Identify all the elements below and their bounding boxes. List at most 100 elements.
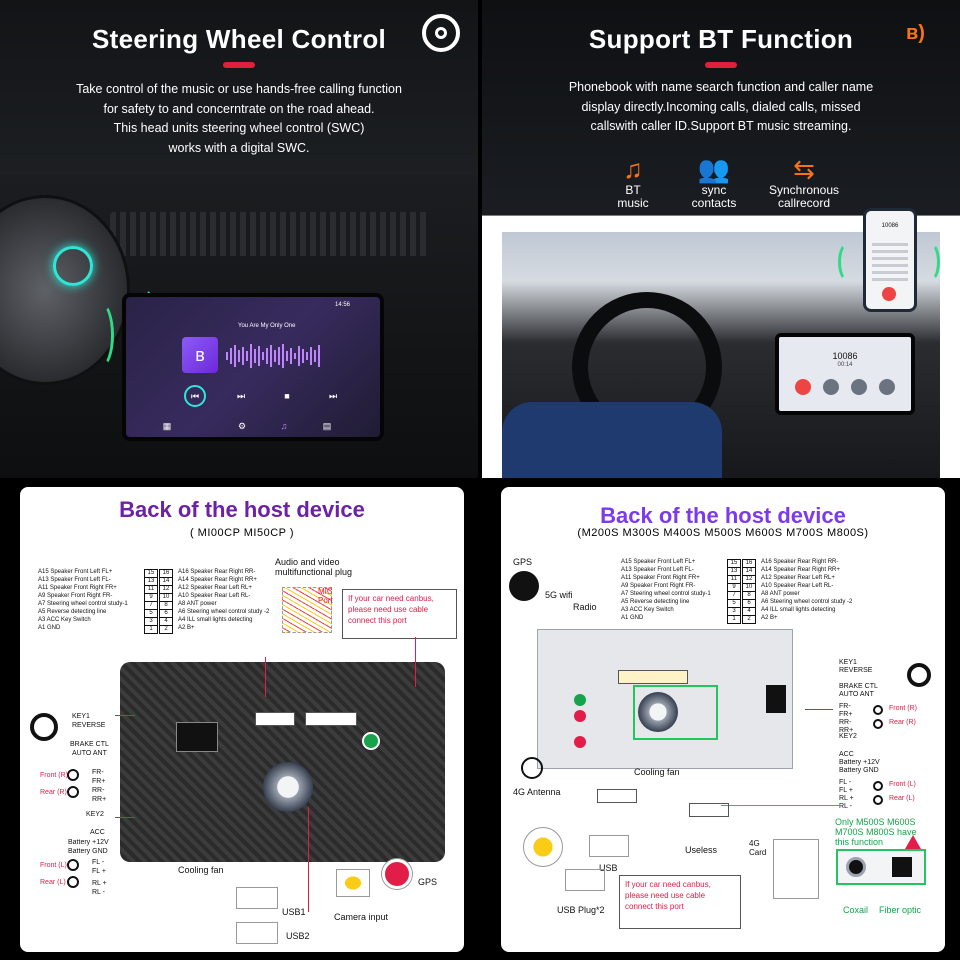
- feature-label: sync: [701, 183, 727, 197]
- gps-label: GPS: [418, 877, 438, 887]
- desc-line: for safety to and concerntrate on the ro…: [103, 101, 375, 116]
- pin-number: 2: [159, 625, 173, 634]
- steering-wheel-icon: [422, 14, 460, 52]
- speaker-icon: [67, 786, 79, 798]
- screen-status-time: 14:56: [334, 302, 350, 308]
- stop-icon[interactable]: ■: [284, 391, 290, 401]
- note-line: this function: [835, 837, 884, 847]
- grid-menu-icon[interactable]: ▦: [162, 420, 172, 431]
- desc-line: callswith caller ID.Support BT music str…: [590, 119, 852, 133]
- usb1-label: USB1: [282, 907, 306, 917]
- sync-icon: ⇆: [793, 154, 815, 184]
- wire-label: FL -: [839, 779, 852, 786]
- settings-icon[interactable]: ⚙: [237, 420, 247, 431]
- model-list: (M200S M300S M400S M500S M600S M700S M80…: [577, 527, 869, 539]
- steering-description: Take control of the music or use hands-f…: [20, 80, 458, 158]
- mic-port: [362, 732, 380, 750]
- warning-icon: [905, 835, 921, 849]
- highlight-box: [633, 685, 718, 740]
- coaxial-port: [846, 857, 866, 877]
- connector: [255, 712, 295, 726]
- host-device-back: [120, 662, 445, 862]
- synchronous-callrecord-feature: ⇆ Synchronous callrecord: [744, 154, 864, 210]
- mute-button[interactable]: [851, 379, 867, 395]
- call-time: 00:14: [837, 362, 853, 368]
- wire-label: RR-: [92, 787, 105, 794]
- speaker-label: Rear (R): [40, 789, 67, 796]
- wire-label: ACC: [839, 751, 854, 758]
- label-line: multifunctional plug: [275, 567, 353, 577]
- steering-wheel-panel: Steering Wheel Control Take control of t…: [0, 0, 478, 478]
- skip-icon[interactable]: ⏭: [328, 390, 338, 401]
- pin-label-left: A9 Speaker Front Right FR-: [621, 583, 696, 589]
- wire-label: KEY1: [839, 659, 857, 666]
- cooling-fan-icon: [263, 762, 313, 812]
- wire-label: KEY2: [839, 733, 857, 740]
- pin-label-right: A14 Speaker Rear Right RR+: [178, 577, 257, 583]
- steering-wheel-icon: [907, 663, 931, 687]
- speaker-icon: [67, 769, 79, 781]
- pin-label-left: A13 Speaker Front Left FL-: [38, 577, 111, 583]
- file-icon[interactable]: ▤: [322, 420, 332, 431]
- previous-track-icon[interactable]: ⏮: [184, 385, 206, 407]
- pin-label-left: A1 GND: [38, 625, 61, 631]
- pin-label-left: A5 Reverse detecting line: [38, 609, 107, 615]
- wiring-diagram-2: Back of the host device (M200S M300S M40…: [501, 487, 945, 952]
- label-line: MIC: [318, 587, 333, 596]
- note-line: M700S M800S have: [835, 827, 917, 837]
- warning-line: connect this port: [348, 616, 407, 625]
- head-unit-call-screen: 10086 00:14: [775, 333, 915, 415]
- title-underline: [223, 62, 255, 68]
- pin-connector: [176, 722, 218, 752]
- wire-label: ACC: [90, 829, 105, 836]
- speaker-icon: [67, 876, 79, 888]
- music-icon[interactable]: ♫: [280, 421, 288, 431]
- wire-label: AUTO ANT: [839, 691, 874, 698]
- add-call-button[interactable]: [879, 379, 895, 395]
- call-number: 10086: [832, 351, 858, 361]
- label-line: Audio and video: [275, 557, 340, 567]
- desc-line: works with a digital SWC.: [168, 140, 310, 155]
- wire-label: KEY1: [72, 713, 90, 720]
- pin-label-right: A12 Speaker Rear Left RL+: [761, 575, 835, 581]
- hangup-button[interactable]: [795, 379, 811, 395]
- wire-label: REVERSE: [839, 667, 873, 674]
- cooling-fan-label: Cooling fan: [178, 865, 224, 875]
- pin-connector: [766, 685, 786, 713]
- gps-label: GPS: [513, 557, 533, 567]
- pin-label-left: A15 Speaker Front Left FL+: [621, 559, 696, 565]
- phone-hangup-button[interactable]: [882, 287, 896, 301]
- wire-label: FR-: [92, 769, 104, 776]
- phone-number: 10086: [881, 223, 899, 229]
- speaker-icon: [67, 859, 79, 871]
- pin-label-left: A15 Speaker Front Left FL+: [38, 569, 113, 575]
- optical-ports-box: [836, 849, 926, 885]
- wiring-title: Back of the host device: [600, 503, 846, 528]
- usb-cable-image: [589, 835, 629, 857]
- desc-line: display directly.Incoming calls, dialed …: [581, 99, 861, 114]
- feature-label: music: [617, 196, 649, 210]
- next-track-icon[interactable]: ⏭: [236, 390, 246, 401]
- wire-label: AUTO ANT: [72, 750, 107, 757]
- canbus-warning: If your car need canbus, please need use…: [342, 589, 457, 639]
- wire-label: RL -: [839, 803, 852, 810]
- title-underline: [705, 62, 737, 68]
- desc-line: This head units steering wheel control (…: [113, 121, 365, 135]
- radio-port: [574, 710, 586, 722]
- speaker-label: Front (L): [40, 862, 67, 869]
- fiber-optic-label: Fiber optic: [879, 905, 922, 915]
- bluetooth-signal-icon: ʙ): [906, 22, 925, 44]
- wire-line: [415, 637, 416, 687]
- desc-line: Phonebook with name search function and …: [568, 80, 874, 94]
- wire-label: RR+: [92, 796, 107, 803]
- music-note-icon: ♫: [623, 154, 643, 184]
- bt-music-feature: ♫ BT music: [573, 154, 693, 210]
- pin-label-right: A10 Speaker Rear Left RL-: [761, 583, 834, 589]
- model-list: ( MI00CP MI50CP ): [189, 527, 295, 539]
- usb-cable-image: [236, 922, 278, 944]
- keypad-button[interactable]: [823, 379, 839, 395]
- wire-label: RR-: [839, 719, 852, 726]
- air-vents: [110, 212, 430, 256]
- warning-line: If your car need canbus,: [625, 880, 711, 889]
